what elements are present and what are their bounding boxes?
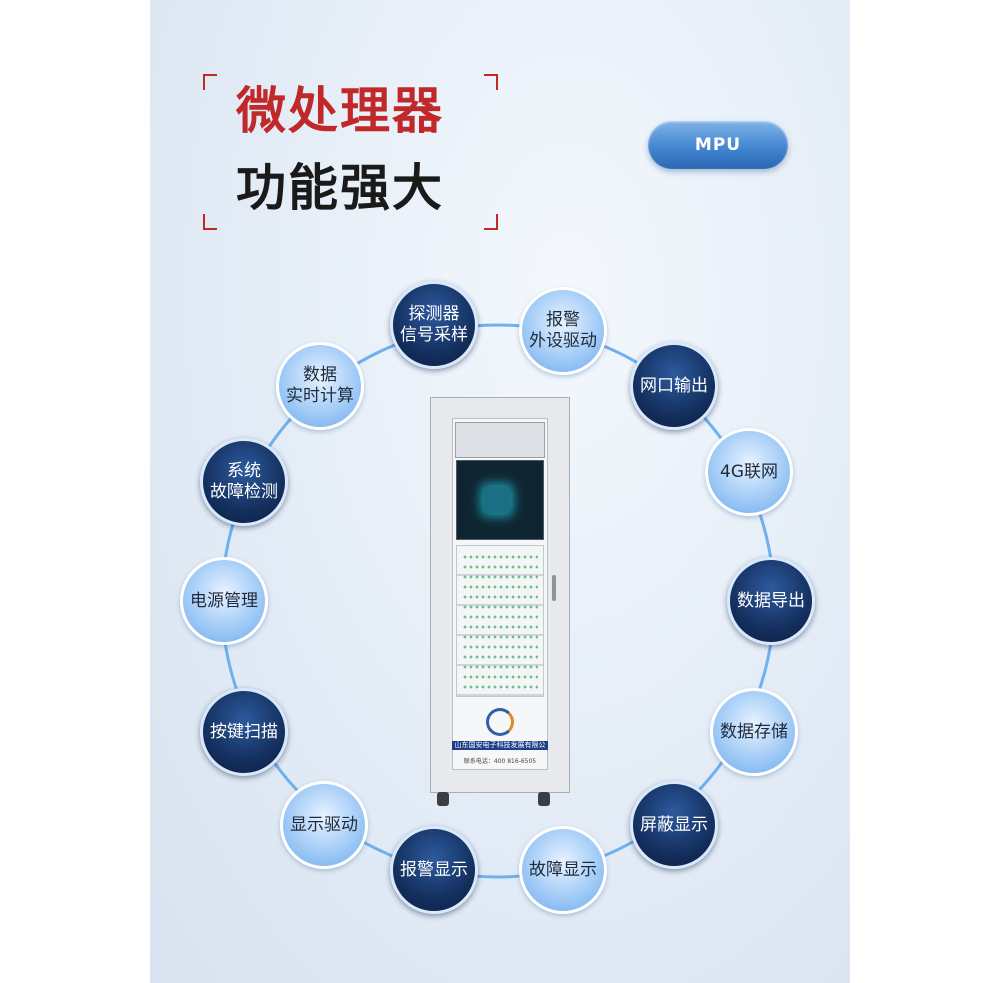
cabinet-handle — [552, 575, 556, 601]
company-name-plate: 山东国安电子科技发展有限公司 — [452, 741, 548, 750]
mpu-badge: MPU — [648, 121, 788, 169]
cabinet-wheel-right — [538, 792, 550, 806]
feature-node-12: 电源管理 — [180, 557, 268, 645]
cabinet-screen — [456, 460, 544, 540]
processor-chip-icon — [484, 487, 510, 513]
feature-label: 屏蔽显示 — [640, 814, 708, 835]
feature-label: 4G联网 — [720, 461, 778, 482]
company-phone: 联系电话：400 816-6505 — [463, 758, 537, 765]
title-corner-top-right — [484, 74, 498, 90]
feature-node-11: 按键扫描 — [200, 688, 288, 776]
feature-node-6: 数据存储 — [710, 688, 798, 776]
feature-node-7: 屏蔽显示 — [630, 781, 718, 869]
feature-node-4: 4G联网 — [705, 428, 793, 516]
title-line-1: 微处理器 — [236, 82, 444, 140]
feature-label: 数据导出 — [737, 590, 805, 611]
feature-node-14: 数据 实时计算 — [276, 342, 364, 430]
feature-label: 数据 实时计算 — [286, 365, 354, 406]
title-line-2: 功能强大 — [236, 159, 444, 217]
feature-label: 电源管理 — [190, 590, 258, 611]
feature-node-1: 探测器 信号采样 — [390, 281, 478, 369]
feature-node-5: 数据导出 — [727, 557, 815, 645]
feature-label: 探测器 信号采样 — [400, 304, 468, 345]
feature-label: 报警显示 — [400, 859, 468, 880]
cabinet-indicator-lights — [462, 552, 538, 692]
feature-node-13: 系统 故障检测 — [200, 438, 288, 526]
feature-label: 数据存储 — [720, 721, 788, 742]
feature-label: 故障显示 — [529, 859, 597, 880]
feature-label: 报警 外设驱动 — [529, 310, 597, 351]
company-logo-icon — [486, 708, 514, 736]
feature-node-9: 报警显示 — [390, 826, 478, 914]
cabinet-wheel-left — [437, 792, 449, 806]
cabinet-keypad-panel — [455, 422, 545, 458]
feature-node-2: 报警 外设驱动 — [519, 287, 607, 375]
title-corner-top-left — [203, 74, 217, 90]
title-corner-bottom-right — [484, 214, 498, 230]
feature-node-10: 显示驱动 — [280, 781, 368, 869]
feature-label: 系统 故障检测 — [210, 461, 278, 502]
feature-node-3: 网口输出 — [630, 342, 718, 430]
feature-node-8: 故障显示 — [519, 826, 607, 914]
feature-label: 网口输出 — [640, 375, 708, 396]
title-corner-bottom-left — [203, 214, 217, 230]
feature-label: 按键扫描 — [210, 721, 278, 742]
feature-label: 显示驱动 — [290, 814, 358, 835]
